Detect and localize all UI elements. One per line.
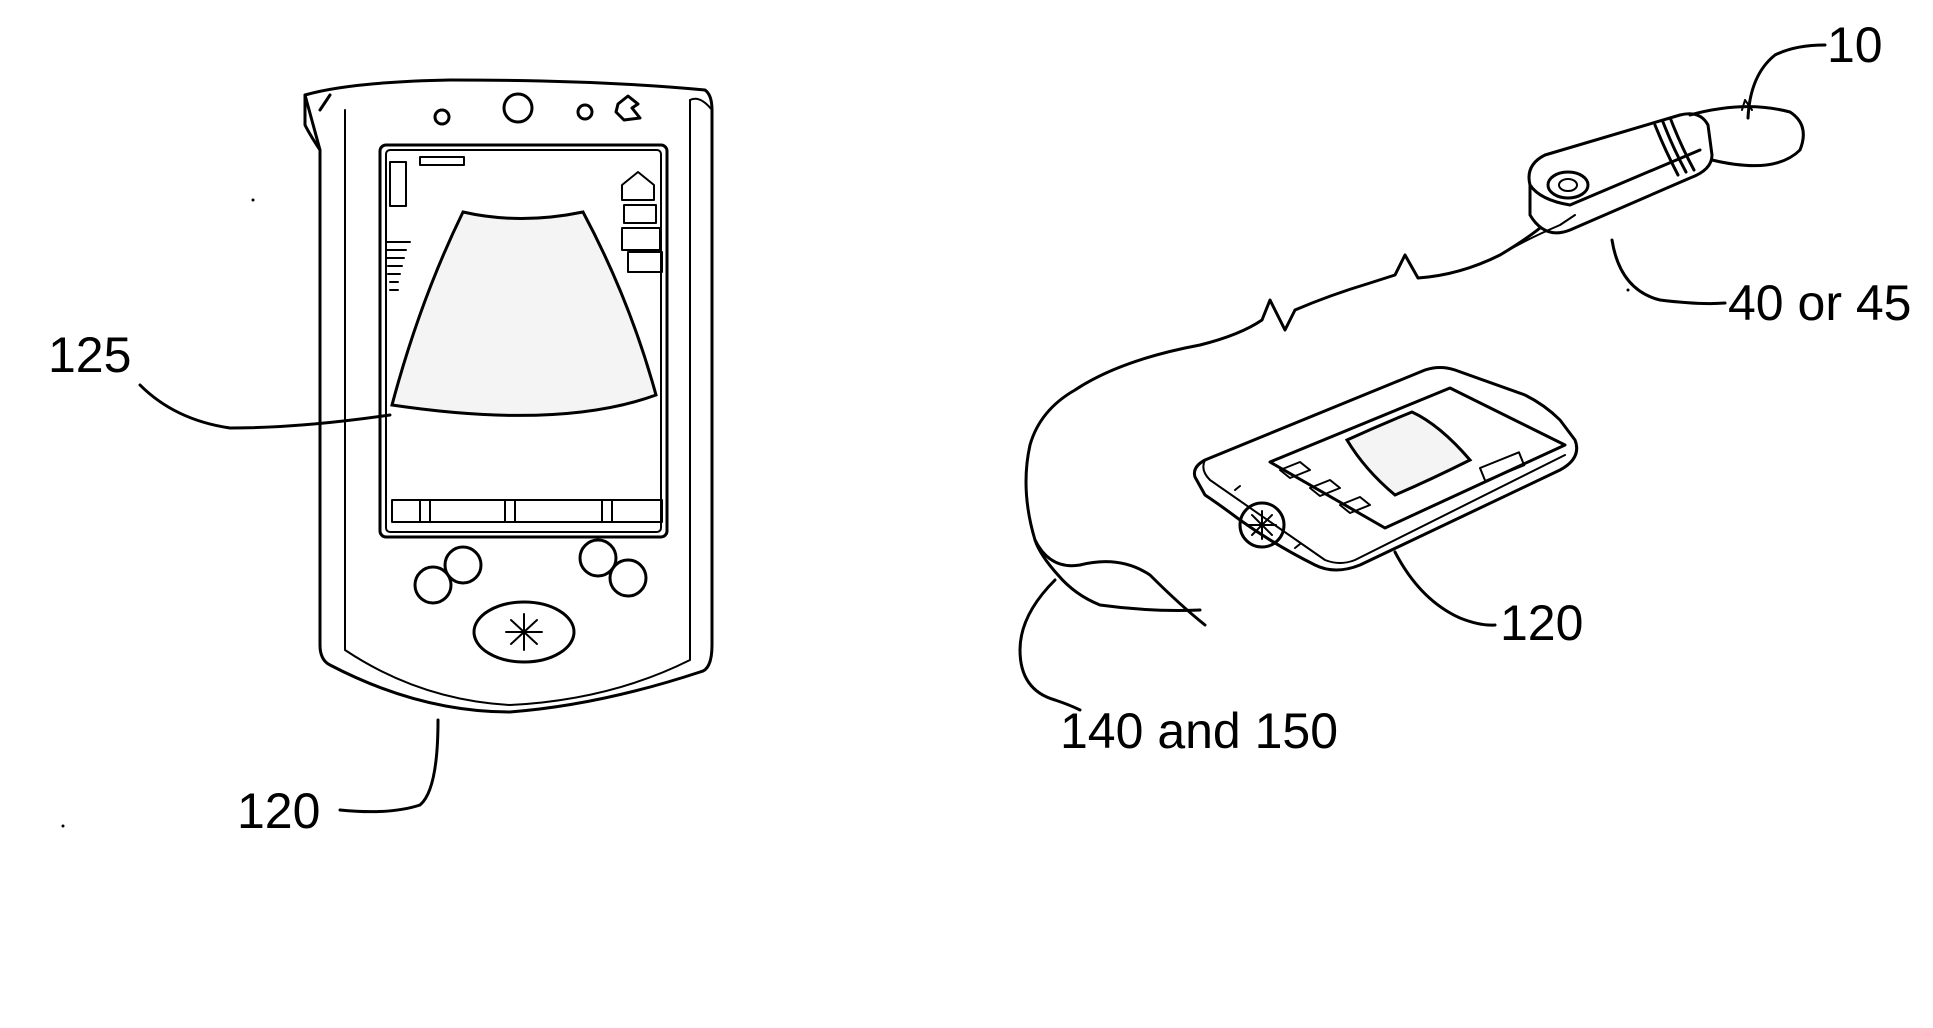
leader-line-120-right (1395, 552, 1495, 625)
leader-line-120-left (340, 720, 438, 812)
label-120-right: 120 (1500, 595, 1583, 651)
scan-specks (62, 199, 1630, 828)
label-120-left: 120 (237, 783, 320, 839)
label-40-or-45: 40 or 45 (1728, 275, 1911, 331)
screen-indicator-box (390, 162, 406, 206)
top-button-left-icon (435, 110, 449, 124)
top-button-right-icon (578, 105, 592, 119)
navigation-pad-star-icon (506, 614, 542, 650)
app-button-4-icon (610, 560, 646, 596)
leader-line-140-150 (1020, 580, 1080, 710)
top-button-center-icon (504, 94, 532, 122)
device-right-ultrasound-image (1347, 412, 1470, 495)
label-125: 125 (48, 327, 131, 383)
screen-tick-marks (386, 242, 410, 290)
screen-battery-indicator (420, 157, 464, 165)
handheld-device-right (1194, 368, 1576, 571)
leader-line-125 (140, 385, 390, 428)
leader-line-40-45 (1612, 240, 1725, 304)
handheld-device-left: 125 120 (48, 80, 712, 839)
screen-right-controls (622, 172, 662, 272)
label-140-and-150: 140 and 150 (1060, 703, 1338, 759)
probe-cable (1500, 215, 1575, 255)
device-side-edge (305, 95, 330, 150)
label-10: 10 (1827, 17, 1883, 73)
hand-and-probe-assembly: 10 40 or 45 120 140 and 150 (1020, 17, 1911, 759)
app-button-2-icon (445, 547, 481, 583)
top-star-icon (616, 96, 640, 120)
screen-bottom-toolbar (392, 500, 662, 522)
ultrasound-sector-image (392, 212, 656, 415)
ultrasound-probe-icon (1529, 100, 1803, 233)
